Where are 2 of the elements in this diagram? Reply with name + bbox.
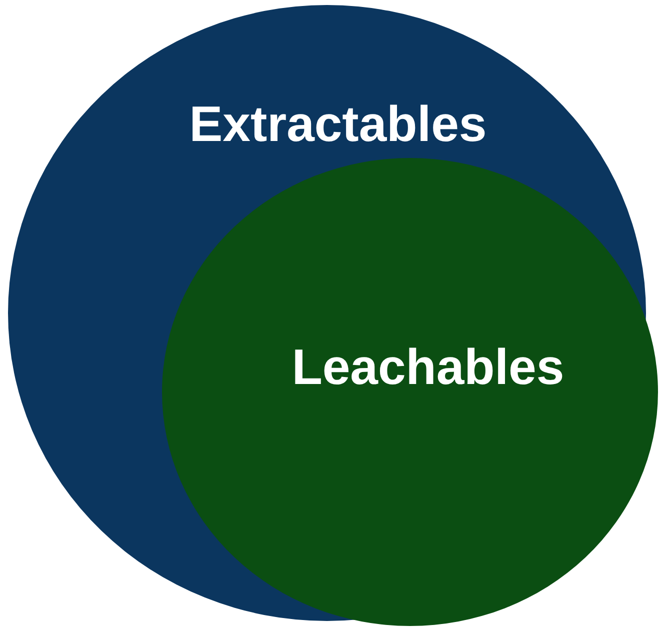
circle-label: Extractables	[189, 95, 487, 153]
circle-label: Leachables	[292, 338, 564, 396]
